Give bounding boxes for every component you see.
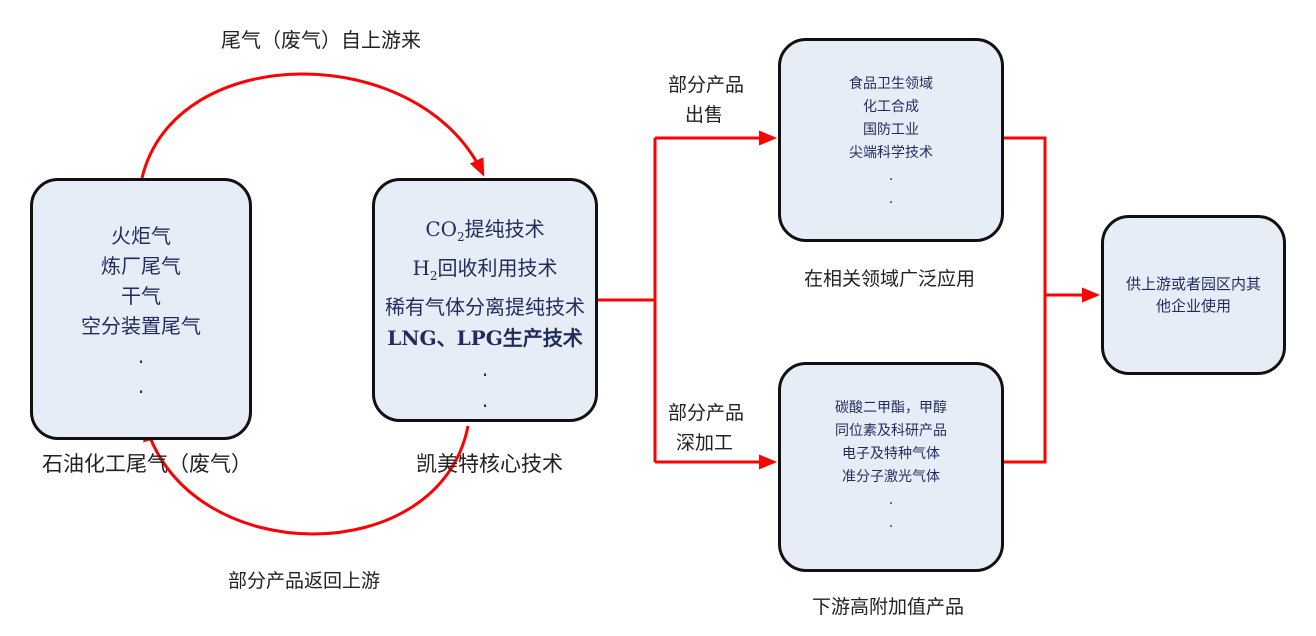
deep-label-line2: 深加工 [676,432,734,454]
applications-ellipsis: . [888,191,894,207]
source-item: 空分装置尾气 [81,314,201,338]
sale-label-line1: 部分产品 [668,74,745,96]
bottom-arc-arrow [143,423,470,536]
source-gas-box: 火炬气 炼厂尾气 干气 空分装置尾气 . . [30,178,252,440]
top-arc-arrow [140,72,485,179]
product-item: 碳酸二甲酯，甲醇 [835,400,947,416]
product-item: 同位素及科研产品 [835,423,947,439]
core-ellipsis: . [481,357,489,381]
source-item: 干气 [121,284,161,308]
core-caption: 凯美特核心技术 [416,452,563,476]
source-item: 火炬气 [111,224,171,248]
application-item: 食品卫生领域 [849,76,933,92]
core-item-rare-gas: 稀有气体分离提纯技术 [385,295,585,319]
final-use-box: 供上游或者园区内其 他企业使用 [1101,215,1286,375]
core-ellipsis: . [481,388,489,412]
product-item: 电子及特种气体 [842,446,940,462]
core-item-lng-lpg: LNG、LPG生产技术 [387,326,583,350]
source-item: 炼厂尾气 [101,254,181,278]
final-line: 他企业使用 [1155,297,1231,315]
products-box: 碳酸二甲酯，甲醇 同位素及科研产品 电子及特种气体 准分子激光气体 . . [778,362,1004,572]
applications-caption: 在相关领域广泛应用 [804,268,976,290]
apps-to-merge-line [1004,136,1047,464]
source-ellipsis: . [137,344,145,368]
application-item: 尖端科学技术 [849,145,933,161]
application-item: 化工合成 [863,99,919,115]
products-ellipsis: . [888,492,894,508]
applications-ellipsis: . [888,168,894,184]
sale-label-line2: 出售 [685,104,724,126]
products-ellipsis: . [888,515,894,531]
core-tech-box: CO2提纯技术 H2回收利用技术 稀有气体分离提纯技术 LNG、LPG生产技术 … [372,178,598,422]
source-caption: 石油化工尾气（废气） [42,452,252,476]
core-item-co2: CO2提纯技术 [425,217,545,244]
source-ellipsis: . [137,374,145,398]
deep-label-line1: 部分产品 [668,402,745,424]
bottom-arc-label: 部分产品返回上游 [228,570,381,592]
applications-box: 食品卫生领域 化工合成 国防工业 尖端科学技术 . . [778,38,1004,242]
top-arc-label: 尾气（废气）自上游来 [221,28,421,52]
product-item: 准分子激光气体 [842,469,940,485]
application-item: 国防工业 [863,122,919,138]
products-caption: 下游高附加值产品 [812,596,965,618]
core-item-h2: H2回收利用技术 [412,256,558,283]
final-line: 供上游或者园区内其 [1125,275,1261,293]
